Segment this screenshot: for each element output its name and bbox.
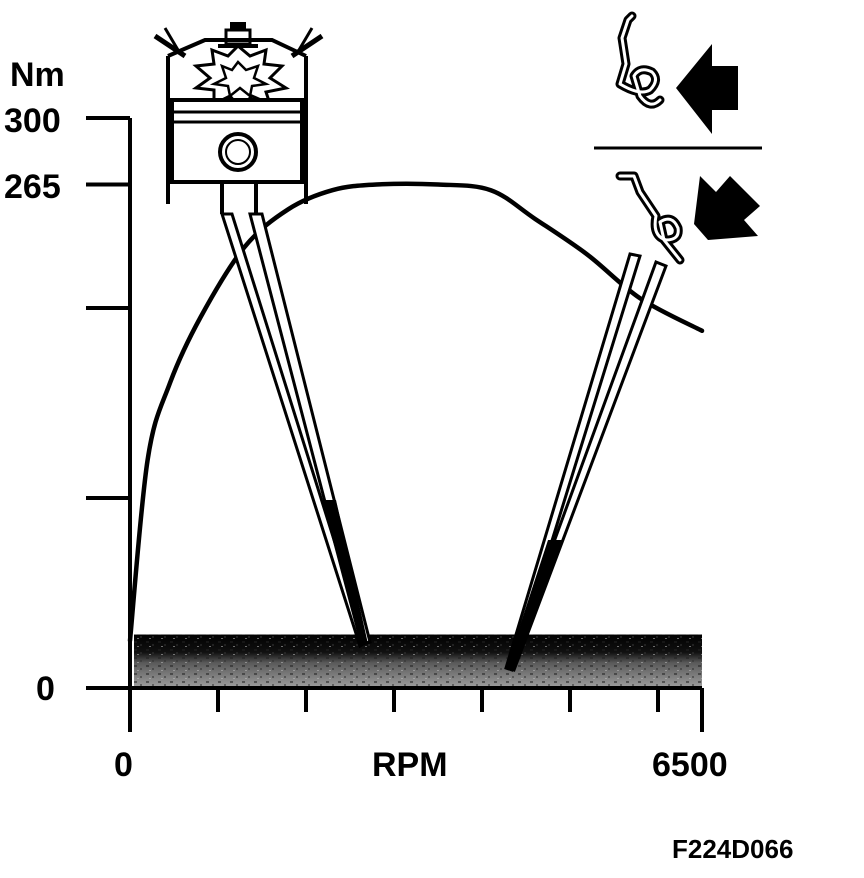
arrow-diagonal-icon [694,176,760,240]
x-tick-label-6500: 6500 [652,746,728,784]
x-axis-label: RPM [372,746,448,784]
y-tick-label-300: 300 [4,102,61,140]
y-axis-unit-label: Nm [10,56,65,94]
intake-flap-closed-icon [615,171,685,265]
piston-icon [153,22,324,214]
arrow-left-icon [676,44,738,134]
torque-curve [127,181,705,643]
y-tick-label-265: 265 [4,168,61,206]
figure-code: F224D066 [672,834,793,864]
flap-pointer [504,252,668,672]
intake-flap-open-icon [615,11,665,109]
piston-pointer [219,212,372,649]
y-tick-label-0: 0 [36,670,55,708]
low-torque-band-texture [134,634,702,686]
x-tick-label-0: 0 [114,746,133,784]
